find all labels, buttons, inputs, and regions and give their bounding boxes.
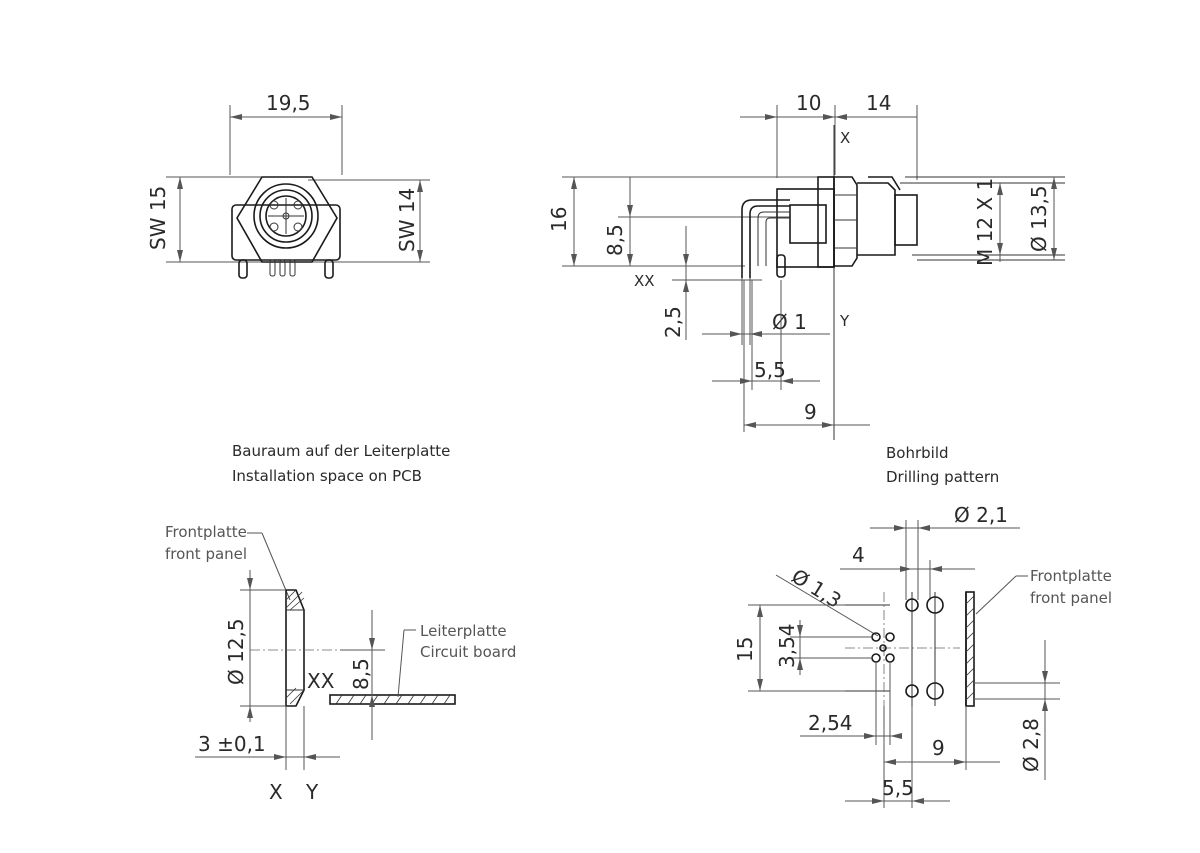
install-title-de: Bauraum auf der Leiterplatte	[232, 442, 450, 460]
drill-title-en: Drilling pattern	[886, 468, 999, 486]
install-title-en: Installation space on PCB	[232, 467, 422, 485]
dim-thread: M 12 X 1	[973, 178, 997, 266]
drilling-view: Bohrbild Drilling pattern Ø 2,1 4 Ø 1,3	[733, 444, 1112, 808]
dim-2-5: 2,5	[661, 306, 685, 338]
dim-2-54: 2,54	[808, 711, 853, 735]
dim-9-drill: 9	[932, 736, 945, 760]
dim-2-8: Ø 2,8	[1019, 718, 1043, 772]
front-panel-de: Frontplatte	[165, 523, 247, 541]
dim-3-54: 3,54	[775, 623, 799, 668]
dim-3: 3 ±0,1	[198, 732, 266, 756]
dim-8-5: 8,5	[603, 224, 627, 256]
front-panel-hatch	[285, 589, 305, 705]
dim-sw-left: SW 15	[146, 186, 170, 250]
pcb-de: Leiterplatte	[420, 622, 507, 640]
dim-8-5-install: 8,5	[349, 658, 373, 690]
front-view: 19,5 SW 15 SW 14	[146, 91, 430, 279]
dim-13-5: Ø 13,5	[1027, 185, 1051, 252]
dim-10: 10	[796, 91, 821, 115]
label-y: Y	[839, 312, 850, 330]
dim-sw-right: SW 14	[395, 188, 419, 252]
side-view: 10 14 X Y 16 8,5 XX 2,5 Ø 1	[547, 91, 1065, 440]
dim-5-5: 5,5	[754, 358, 786, 382]
dim-12-5: Ø 12,5	[224, 618, 248, 685]
dim-2-1: Ø 2,1	[954, 503, 1008, 527]
dim-14: 14	[866, 91, 891, 115]
label-xx: XX	[634, 272, 655, 290]
dim-9: 9	[804, 400, 817, 424]
front-panel-en: front panel	[165, 545, 247, 563]
drill-front-en: front panel	[1030, 589, 1112, 607]
label-xx: XX	[307, 669, 335, 693]
dim-16: 16	[547, 207, 571, 232]
dim-pin: Ø 1	[772, 310, 807, 334]
dim-5-5-drill: 5,5	[882, 776, 914, 800]
dim-width: 19,5	[266, 91, 311, 115]
installation-view: Bauraum auf der Leiterplatte Installatio…	[165, 442, 516, 804]
drill-front-hatch	[965, 595, 975, 701]
pcb-en: Circuit board	[420, 643, 516, 661]
label-y-install: Y	[305, 780, 319, 804]
pcb-hatch	[335, 694, 451, 705]
label-x: X	[840, 129, 850, 147]
label-x-install: X	[269, 780, 283, 804]
drill-front-de: Frontplatte	[1030, 567, 1112, 585]
dim-15: 15	[733, 637, 757, 662]
dim-4: 4	[852, 543, 865, 567]
drill-title-de: Bohrbild	[886, 444, 949, 462]
